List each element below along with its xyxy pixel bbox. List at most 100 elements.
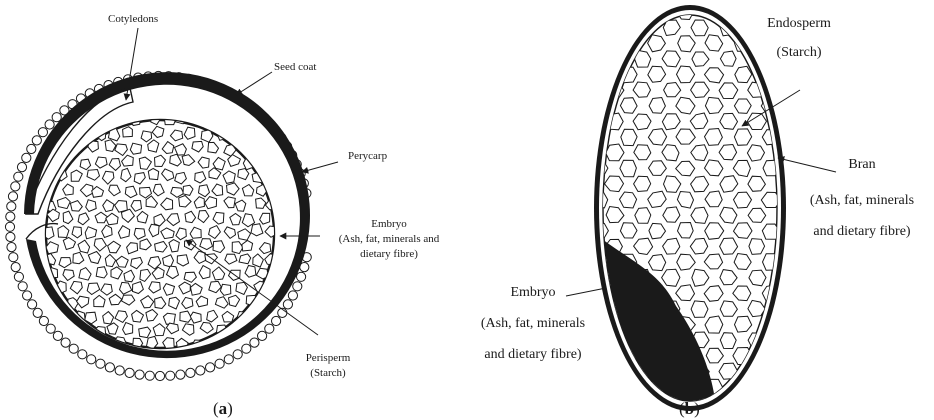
perisperm-cell — [184, 127, 195, 139]
perisperm-cell — [46, 242, 58, 254]
perisperm-cell — [266, 172, 277, 184]
perisperm-cell — [124, 270, 135, 282]
perisperm-cell — [200, 322, 213, 333]
perisperm-cell — [140, 269, 151, 281]
pericarp-bead — [265, 324, 274, 333]
perisperm-cell — [141, 131, 152, 142]
perisperm-cell — [43, 227, 54, 239]
perisperm-cell — [253, 254, 264, 267]
perisperm-cell — [190, 227, 201, 238]
perisperm-cell — [194, 114, 206, 125]
perisperm-cell — [198, 157, 209, 168]
perisperm-cell — [155, 297, 166, 309]
perisperm-cell — [153, 324, 165, 336]
perisperm-cell — [122, 155, 134, 166]
endosperm-cell — [620, 160, 637, 177]
perisperm-cell — [162, 142, 174, 154]
perisperm-cell — [79, 268, 91, 281]
perisperm-cell — [101, 284, 113, 295]
perisperm-cell — [70, 201, 82, 212]
perisperm-cell — [148, 169, 158, 180]
perisperm-cell — [123, 323, 133, 335]
pericarp-bead — [233, 350, 242, 359]
perisperm-cell — [57, 197, 70, 208]
perisperm-detail: (Starch) — [310, 367, 346, 379]
perisperm-cell — [238, 229, 251, 240]
seed-coat-leader — [236, 72, 272, 95]
perisperm-cell — [163, 284, 174, 296]
pericarp-bead — [242, 344, 251, 353]
perisperm-cell — [155, 242, 168, 253]
perycarp-label: Perycarp — [348, 150, 388, 162]
pericarp-bead — [61, 338, 70, 347]
perisperm-cell — [179, 196, 191, 208]
perisperm-cell — [130, 143, 141, 154]
perisperm-cell — [212, 184, 223, 196]
perisperm-cell — [213, 241, 225, 253]
pericarp-bead — [283, 300, 292, 309]
perisperm-cell — [103, 312, 114, 324]
perisperm-cell — [125, 186, 137, 198]
perisperm-cell — [169, 240, 179, 252]
perisperm-cell — [80, 184, 93, 196]
pericarp-bead — [297, 272, 306, 281]
perisperm-cell — [232, 242, 243, 254]
perisperm-cell — [167, 266, 179, 279]
perisperm-cell — [213, 212, 224, 224]
pericarp-bead — [272, 316, 281, 325]
pericarp-bead — [135, 370, 144, 379]
caption-a: (a) — [213, 399, 233, 418]
perisperm-cell — [77, 296, 89, 308]
perisperm-cell — [177, 255, 188, 266]
perisperm-cell — [276, 181, 287, 192]
perisperm-cell — [103, 200, 114, 212]
perisperm-cell — [222, 311, 234, 322]
perisperm-cell — [73, 252, 84, 263]
pericarp-bead — [206, 363, 215, 372]
bran-detail-2: and dietary fibre) — [813, 224, 911, 239]
perisperm-cell — [134, 228, 145, 239]
pericarp-bead — [53, 331, 62, 340]
pericarp-bead — [14, 172, 23, 181]
perisperm-cell — [108, 128, 119, 141]
perisperm-cell — [120, 282, 132, 294]
perisperm-cell — [121, 168, 131, 181]
perisperm-cell — [146, 196, 157, 208]
figure-a: Cotyledons Seed coat Perycarp Embryo (As… — [5, 13, 439, 418]
perisperm-cell — [109, 159, 120, 171]
perisperm-cell — [191, 283, 203, 295]
pericarp-bead — [38, 128, 47, 137]
perisperm-cell — [167, 214, 180, 226]
pericarp-bead — [39, 316, 48, 325]
perisperm-cell — [153, 184, 164, 196]
perisperm-cell — [275, 216, 286, 226]
pericarp-bead — [258, 331, 267, 340]
perisperm-cell — [277, 240, 288, 250]
perisperm-cell — [121, 209, 134, 222]
perisperm-cell — [238, 169, 249, 180]
pericarp-bead — [23, 291, 32, 300]
perisperm-cell — [176, 228, 186, 240]
embryo-detail-b-2: and dietary fibre) — [484, 347, 582, 362]
perisperm-cell — [109, 185, 121, 196]
perisperm-cell — [95, 157, 107, 168]
pericarp-bead — [27, 300, 36, 309]
perisperm-cell — [208, 142, 219, 153]
perisperm-cell — [163, 255, 174, 267]
pericarp-bead — [9, 253, 18, 262]
perisperm-cell — [212, 267, 224, 280]
perisperm-cell — [63, 211, 73, 224]
endosperm-detail: (Starch) — [776, 45, 821, 60]
perisperm-cell — [149, 282, 161, 293]
perisperm-cell — [245, 266, 256, 278]
endosperm-cell — [691, 301, 708, 318]
perisperm-cell — [170, 130, 182, 141]
perisperm-cell — [225, 254, 237, 264]
perisperm-cell — [133, 282, 144, 294]
perisperm-cell — [152, 267, 164, 279]
perisperm-cell — [180, 311, 192, 322]
pericarp-bead — [45, 120, 54, 129]
perisperm-cell — [223, 171, 235, 184]
